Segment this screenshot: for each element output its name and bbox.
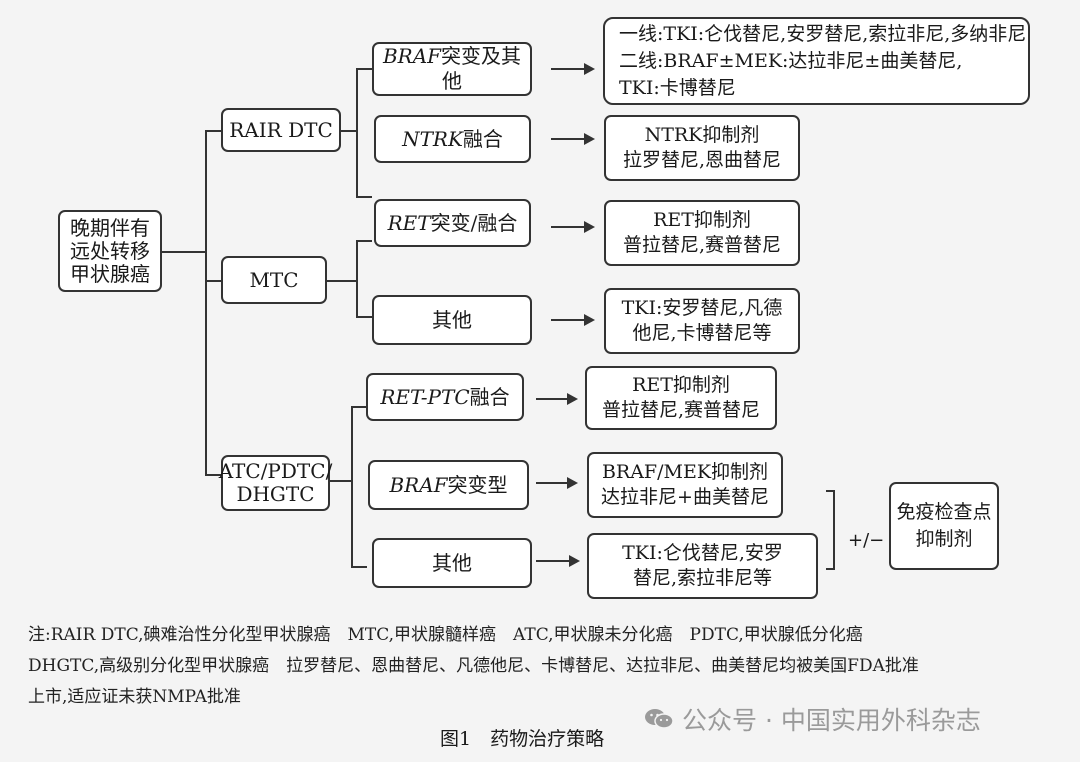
mtc-tick-top — [356, 240, 372, 242]
ntrk-gene: NTRK — [402, 126, 463, 151]
mtc-node: MTC — [221, 256, 327, 304]
arrow-mtc-other — [551, 314, 595, 326]
immune-checkpoint-box: 免疫检查点 抑制剂 — [889, 482, 999, 570]
combo-bracket — [833, 490, 835, 570]
arrow-braf-type — [536, 477, 578, 489]
root-bracket — [205, 130, 207, 475]
braf-type-node: BRAF突变型 — [368, 460, 529, 510]
mtc-other-label: 其他 — [432, 307, 472, 332]
mtc-tick-bottom — [356, 316, 372, 318]
braf-treatment-text: 一线:TKI:仑伐替尼,安罗替尼,索拉非尼,多纳非尼 二线:BRAF±MEK:达… — [619, 22, 1027, 99]
rair-tick-bottom — [356, 196, 372, 198]
ret-ptc-treatment-box: RET抑制剂 普拉替尼,赛普替尼 — [585, 366, 777, 430]
ret-mutation-node: RET突变/融合 — [374, 199, 531, 247]
bracket-tick-atc — [205, 474, 221, 476]
ntrk-treatment-box: NTRK抑制剂 拉罗替尼,恩曲替尼 — [604, 115, 800, 181]
atc-other-treatment-text: TKI:仑伐替尼,安罗 替尼,索拉非尼等 — [622, 542, 783, 589]
braf-mutation-label: 突变及其他 — [441, 44, 522, 93]
atc-tick-top — [351, 406, 367, 408]
ret-ptc-gene: RET-PTC — [380, 384, 470, 409]
mtc-other-treatment-text: TKI:安罗替尼,凡德 他尼,卡博替尼等 — [621, 297, 783, 344]
ret-mutation-label: 突变/融合 — [430, 210, 518, 235]
braf-treatment-box: 一线:TKI:仑伐替尼,安罗替尼,索拉非尼,多纳非尼 二线:BRAF±MEK:达… — [603, 17, 1030, 105]
atc-bracket — [351, 406, 353, 568]
figure-caption: 图1 药物治疗策略 — [440, 728, 605, 750]
mtc-connector — [327, 280, 357, 282]
bracket-tick-mtc — [205, 280, 221, 282]
ret-gene: RET — [387, 210, 431, 235]
braf-mek-treatment-text: BRAF/MEK抑制剂 达拉非尼+曲美替尼 — [601, 461, 769, 508]
braf-type-gene: BRAF — [389, 472, 448, 497]
ntrk-fusion-node: NTRK融合 — [374, 115, 531, 163]
footnote-line-3: 上市,适应证未获NMPA批准 — [28, 687, 241, 707]
root-node: 晚期伴有 远处转移 甲状腺癌 — [58, 210, 162, 292]
ret-treatment-text: RET抑制剂 普拉替尼,赛普替尼 — [622, 209, 782, 256]
watermark-text: 公众号 · 中国实用外科杂志 — [682, 706, 981, 735]
bracket-tick-rair — [205, 130, 221, 132]
atc-connector — [330, 480, 352, 482]
atc-other-treatment-box: TKI:仑伐替尼,安罗 替尼,索拉非尼等 — [587, 533, 818, 599]
ret-ptc-fusion-label: 融合 — [469, 384, 510, 409]
combo-tick-top — [826, 490, 835, 492]
rair-connector — [341, 130, 357, 132]
arrow-braf — [551, 63, 595, 75]
arrow-ntrk — [551, 133, 595, 145]
arrow-atc-other — [536, 555, 580, 567]
braf-mek-treatment-box: BRAF/MEK抑制剂 达拉非尼+曲美替尼 — [587, 452, 783, 518]
atc-pdtc-dhgtc-label: ATC/PDTC/ DHGTC — [218, 459, 333, 506]
ntrk-treatment-text: NTRK抑制剂 拉罗替尼,恩曲替尼 — [622, 124, 782, 171]
mtc-other-treatment-box: TKI:安罗替尼,凡德 他尼,卡博替尼等 — [604, 288, 800, 354]
braf-type-label: 突变型 — [447, 472, 508, 497]
atc-other-label: 其他 — [432, 550, 472, 575]
mtc-label: MTC — [249, 267, 299, 292]
rair-dtc-node: RAIR DTC — [221, 108, 341, 152]
braf-mutation-node: BRAF突变及其他 — [372, 42, 532, 96]
footnote: 注:RAIR DTC,碘难治性分化型甲状腺癌 MTC,甲状腺髓样癌 ATC,甲状… — [28, 620, 1058, 713]
atc-pdtc-dhgtc-node: ATC/PDTC/ DHGTC — [218, 455, 333, 511]
arrow-ret-ptc — [536, 393, 578, 405]
ret-ptc-fusion-node: RET-PTC融合 — [366, 373, 524, 421]
plus-minus-label: +/− — [848, 530, 885, 551]
combo-tick-bottom — [826, 568, 835, 570]
ret-ptc-treatment-text: RET抑制剂 普拉替尼,赛普替尼 — [601, 374, 761, 421]
root-connector — [162, 251, 206, 253]
wechat-icon — [644, 707, 674, 731]
immune-checkpoint-text: 免疫检查点 抑制剂 — [896, 501, 992, 550]
rair-bracket — [356, 68, 358, 198]
ntrk-fusion-label: 融合 — [462, 126, 503, 151]
root-label: 晚期伴有 远处转移 甲状腺癌 — [70, 215, 150, 286]
arrow-ret — [551, 221, 595, 233]
footnote-line-1: 注:RAIR DTC,碘难治性分化型甲状腺癌 MTC,甲状腺髓样癌 ATC,甲状… — [28, 625, 863, 645]
watermark: 公众号 · 中国实用外科杂志 — [644, 703, 981, 735]
mtc-other-node: 其他 — [372, 295, 532, 345]
atc-other-node: 其他 — [372, 538, 532, 588]
ret-treatment-box: RET抑制剂 普拉替尼,赛普替尼 — [604, 200, 800, 266]
mtc-bracket — [356, 240, 358, 318]
rair-tick-top — [356, 68, 372, 70]
rair-dtc-label: RAIR DTC — [229, 117, 333, 142]
braf-gene: BRAF — [382, 44, 442, 68]
footnote-line-2: DHGTC,高级别分化型甲状腺癌 拉罗替尼、恩曲替尼、凡德他尼、卡博替尼、达拉非… — [28, 656, 919, 676]
atc-tick-bottom — [351, 566, 367, 568]
